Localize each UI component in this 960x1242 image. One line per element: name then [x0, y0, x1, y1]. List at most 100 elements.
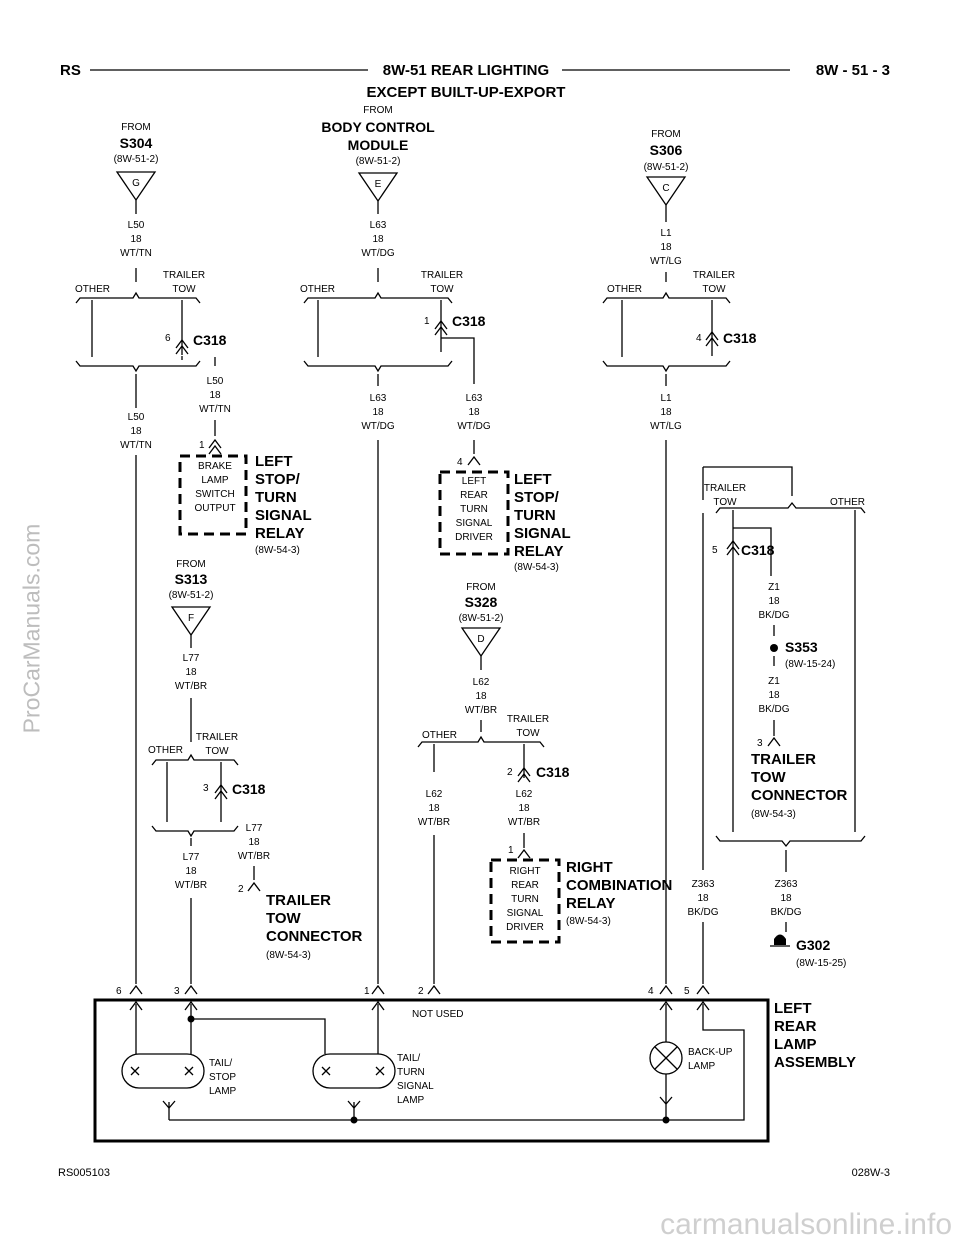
diagram-label: OTHER — [830, 497, 865, 508]
diagram-label: WT/BR — [238, 851, 270, 862]
tail-turn-lamp-icon — [312, 1053, 396, 1089]
wire-segment — [696, 1000, 710, 1011]
wire-segment — [350, 1116, 358, 1124]
diagram-label: E — [375, 179, 382, 190]
footer-right: 028W-3 — [852, 1167, 890, 1179]
diagram-label: DRIVER — [506, 922, 544, 933]
wire-segment — [247, 881, 261, 892]
header-left-code: RS — [60, 62, 81, 79]
diagram-label: (8W-54-3) — [566, 916, 611, 927]
diagram-label: 18 — [428, 803, 440, 814]
wire-segment — [214, 783, 228, 794]
wire-segment — [662, 1116, 670, 1124]
wire-segment — [705, 330, 719, 341]
wire-segment — [357, 172, 399, 203]
wire-segment — [130, 1066, 140, 1076]
diagram-label: TOW — [430, 284, 454, 295]
diagram-label: 18 — [248, 837, 260, 848]
diagram-label: BK/DG — [687, 907, 718, 918]
diagram-label: (8W-54-3) — [751, 809, 796, 820]
wire-segment — [467, 455, 481, 466]
diagram-label: TAIL/ — [209, 1058, 232, 1069]
diagram-label: WT/DG — [361, 248, 395, 259]
diagram-label: (8W-51-2) — [356, 156, 401, 167]
wire-segment — [441, 337, 475, 384]
diagram-label: OTHER — [607, 284, 642, 295]
diagram-label: 1 — [364, 986, 370, 997]
source-s304: S304 — [120, 135, 153, 151]
diagram-label: FROM — [466, 582, 495, 593]
wire-segment — [715, 501, 866, 514]
wire-segment — [184, 1000, 198, 1011]
diagram-label: 18 — [780, 893, 792, 904]
wire-segment — [427, 984, 441, 995]
diagram-label: LAMP — [209, 1086, 237, 1097]
diagram-label: 18 — [209, 390, 221, 401]
wire-segment — [175, 338, 189, 349]
diagram-label: 18 — [185, 667, 197, 678]
wire-segment — [184, 984, 198, 995]
diagram-label: TOW — [702, 284, 726, 295]
diagram-label: 3 — [203, 783, 209, 794]
diagram-label: C318 — [232, 781, 266, 797]
circuit-l50: FROM S304 (8W-51-2) G L50 18 WT/TN OTHER… — [75, 122, 231, 984]
diagram-label: Z363 — [775, 879, 798, 890]
diagram-label: L77 — [183, 852, 200, 863]
diagram-label: (8W-54-3) — [266, 950, 311, 961]
diagram-label: 18 — [697, 893, 709, 904]
diagram-label: WT/TN — [199, 404, 231, 415]
footer-left: RS005103 — [58, 1167, 110, 1179]
wire-segment — [517, 766, 531, 777]
watermark-bottom: carmanualsonline.info — [660, 1208, 952, 1241]
diagram-label: WT/TN — [120, 248, 152, 259]
diagram-label: TURN — [255, 489, 297, 506]
diagram-label: L77 — [246, 823, 263, 834]
diagram-label: 3 — [174, 986, 180, 997]
diagram-label: TRAILER — [421, 270, 463, 281]
wire-segment — [375, 1066, 385, 1076]
switch-bracket-bottom — [75, 360, 201, 373]
diagram-label: LEFT — [462, 476, 486, 487]
diagram-label: FROM — [176, 559, 205, 570]
diagram-label: 2 — [507, 767, 513, 778]
left-rear-lamp-assembly: LEFT REAR LAMP ASSEMBLY 6 3 1 2 4 5 NOT … — [93, 984, 856, 1143]
diagram-label: LAMP — [397, 1095, 425, 1106]
diagram-label: L77 — [183, 653, 200, 664]
diagram-label: WT/DG — [457, 421, 491, 432]
diagram-label: L62 — [473, 677, 490, 688]
switch-bracket-top — [75, 291, 201, 304]
diagram-label: 18 — [372, 234, 384, 245]
diagram-label: C318 — [536, 764, 570, 780]
diagram-label: 18 — [130, 426, 142, 437]
watermark-side: ProCarManuals.com — [18, 523, 45, 734]
connector-c318: C318 — [193, 332, 227, 348]
diagram-label: (8W-51-2) — [459, 613, 504, 624]
wire-segment — [303, 291, 453, 304]
circuit-l77: FROM S313 (8W-51-2) F L77 18 WT/BR OTHER… — [148, 559, 363, 984]
wire-segment — [726, 539, 740, 550]
diagram-label: RELAY — [514, 543, 563, 560]
diagram-label: LAMP — [201, 475, 229, 486]
source-triangle — [115, 171, 157, 202]
wire-segment — [184, 1066, 194, 1076]
diagram-label: RIGHT — [566, 859, 613, 876]
diagram-label: WT/BR — [465, 705, 497, 716]
ground-icon — [774, 934, 786, 945]
diagram-label: FROM — [363, 105, 392, 116]
diagram-label: L50 — [128, 412, 145, 423]
diagram-label: TOW — [266, 910, 302, 927]
diagram-label: TURN — [460, 504, 488, 515]
diagram-label: OTHER — [422, 730, 457, 741]
diagram-label: L63 — [370, 220, 387, 231]
wire-segment — [645, 176, 687, 207]
diagram-label: C318 — [452, 313, 486, 329]
diagram-label: 18 — [130, 234, 142, 245]
diagram-label: Z363 — [692, 879, 715, 890]
wire-segment — [191, 1018, 326, 1054]
source-s313: S313 — [175, 571, 208, 587]
diagram-label: Z1 — [768, 676, 780, 687]
diagram-label: TOW — [751, 769, 787, 786]
diagram-label: BK/DG — [758, 704, 789, 715]
pin-not-used: NOT USED — [412, 1009, 464, 1020]
wire-segment — [129, 984, 143, 995]
